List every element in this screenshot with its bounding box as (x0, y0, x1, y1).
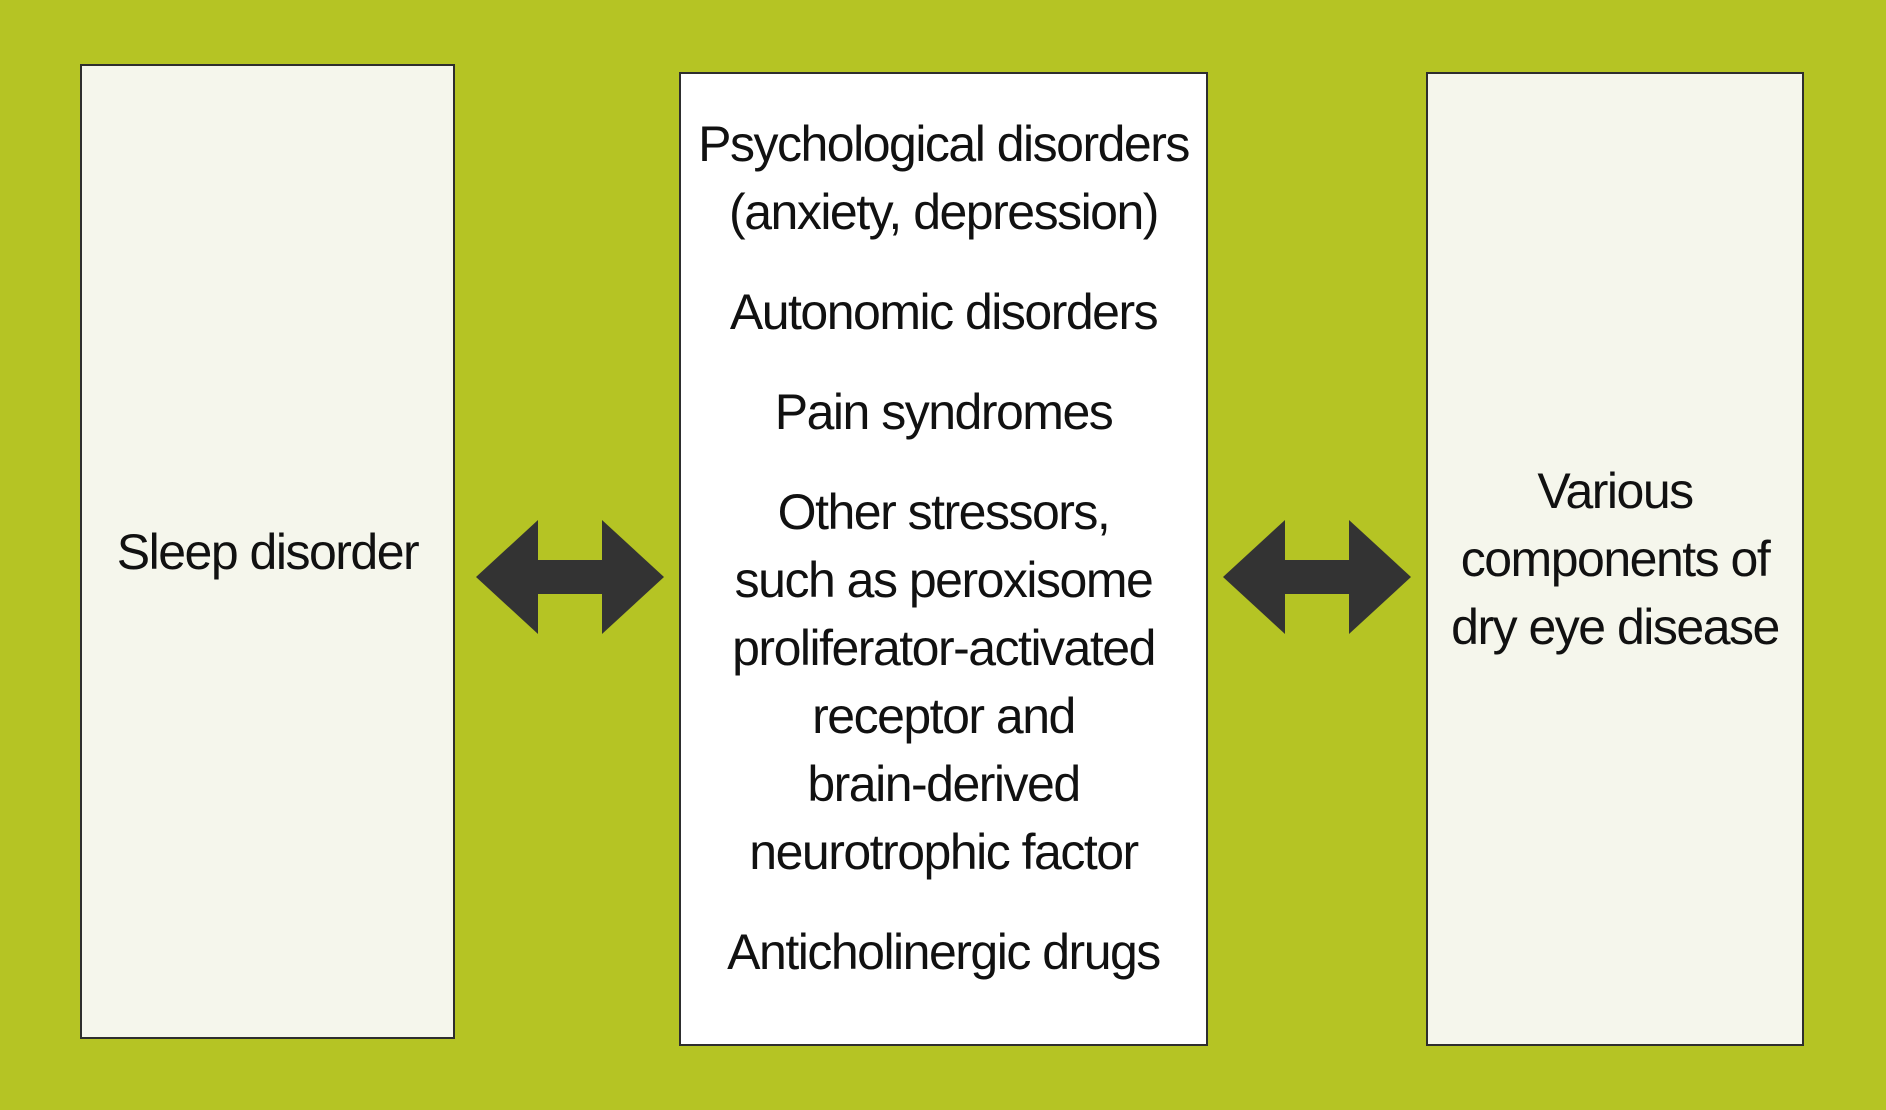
factor-item-autonomic: Autonomic disorders (729, 284, 1159, 340)
dry-eye-disease-label: Various components of dry eye disease (1451, 463, 1780, 655)
double-arrow-icon (1223, 520, 1411, 634)
factor-item-pain: Pain syndromes (774, 384, 1114, 440)
factor-item-other-stressors: Other stressors, such as peroxisome prol… (732, 484, 1156, 880)
double-arrow-left-center-shape (476, 520, 664, 634)
factor-item-psychological: Psychological disorders (anxiety, depres… (698, 116, 1190, 240)
contributing-factors-box: Psychological disorders (anxiety, depres… (679, 72, 1208, 1046)
factor-item-anticholinergic: Anticholinergic drugs (727, 924, 1161, 980)
sleep-disorder-label: Sleep disorder (116, 523, 420, 580)
sleep-disorder-box: Sleep disorder (80, 64, 455, 1039)
double-arrow-center-right-shape (1223, 520, 1411, 634)
dry-eye-disease-box: Various components of dry eye disease (1426, 72, 1804, 1046)
double-arrow-icon (476, 520, 664, 634)
